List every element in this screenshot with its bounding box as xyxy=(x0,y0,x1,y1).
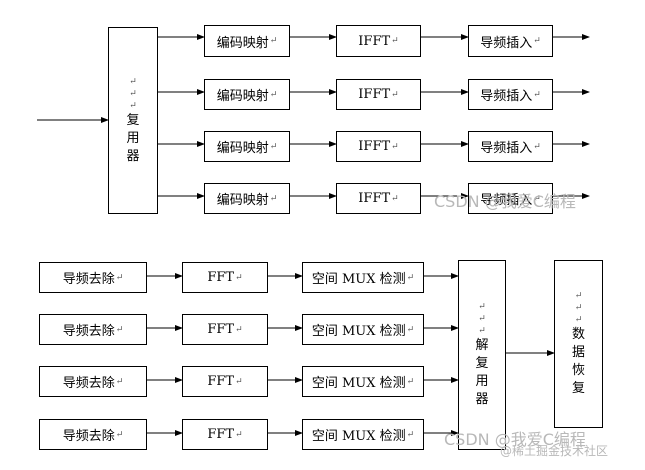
demultiplexer-char: 解 xyxy=(475,338,489,353)
data-recovery-char: 据 xyxy=(571,345,585,360)
pilot-insert-block-2: 导频插入↵ xyxy=(468,79,553,110)
pilot-remove-block-1: 导频去除↵ xyxy=(39,262,147,293)
multiplexer-char: 复 xyxy=(126,112,140,128)
ifft-block-2: IFFT↵ xyxy=(336,79,421,110)
mapping-block-1: 编码映射↵ xyxy=(204,25,290,57)
pilot-remove-block-3: 导频去除↵ xyxy=(39,366,147,397)
data-recovery-char: 恢 xyxy=(571,363,585,378)
watermark-top: CSDN @我爱C编程 xyxy=(434,192,576,211)
demultiplexer-char: 复 xyxy=(475,356,489,371)
pilot-remove-block-2: 导频去除↵ xyxy=(39,314,147,345)
ifft-block-3: IFFT↵ xyxy=(336,131,421,162)
pilot-insert-block-1: 导频插入↵ xyxy=(468,25,553,57)
fft-block-1: FFT↵ xyxy=(182,262,268,293)
demultiplexer-block: ↵ ↵ ↵ 解 复 用 器 xyxy=(458,260,506,450)
watermark-bottom-small: @稀土掘金技术社区 xyxy=(500,444,609,458)
mux-detect-block-4: 空间 MUX 检测↵ xyxy=(302,419,424,450)
multiplexer-char: 器 xyxy=(126,148,140,164)
multiplexer-block: ↵ ↵ ↵ 复 用 器 xyxy=(108,27,158,214)
data-recovery-char: 复 xyxy=(571,381,585,396)
pilot-remove-block-4: 导频去除↵ xyxy=(39,419,147,450)
pilot-insert-block-3: 导频插入↵ xyxy=(468,131,553,162)
mux-detect-block-2: 空间 MUX 检测↵ xyxy=(302,314,424,345)
multiplexer-char: 用 xyxy=(126,130,140,146)
pilot-insert-block-4: 导频插入↵ xyxy=(468,183,553,214)
ifft-block-4: IFFT↵ xyxy=(336,183,421,214)
demultiplexer-char: 用 xyxy=(475,374,489,389)
fft-block-2: FFT↵ xyxy=(182,314,268,345)
data-recovery-block: ↵ ↵ ↵ 数 据 恢 复 xyxy=(554,260,603,428)
watermark-bottom: CSDN @我爱C编程 xyxy=(444,430,586,449)
mapping-block-4: 编码映射↵ xyxy=(204,183,290,214)
mapping-block-2: 编码映射↵ xyxy=(204,79,290,110)
data-recovery-char: 数 xyxy=(571,327,585,342)
demultiplexer-char: 器 xyxy=(475,392,489,407)
mapping-block-3: 编码映射↵ xyxy=(204,131,290,162)
mux-detect-block-3: 空间 MUX 检测↵ xyxy=(302,366,424,397)
mux-detect-block-1: 空间 MUX 检测↵ xyxy=(302,262,424,293)
fft-block-4: FFT↵ xyxy=(182,419,268,450)
fft-block-3: FFT↵ xyxy=(182,366,268,397)
ifft-block-1: IFFT↵ xyxy=(336,25,421,57)
